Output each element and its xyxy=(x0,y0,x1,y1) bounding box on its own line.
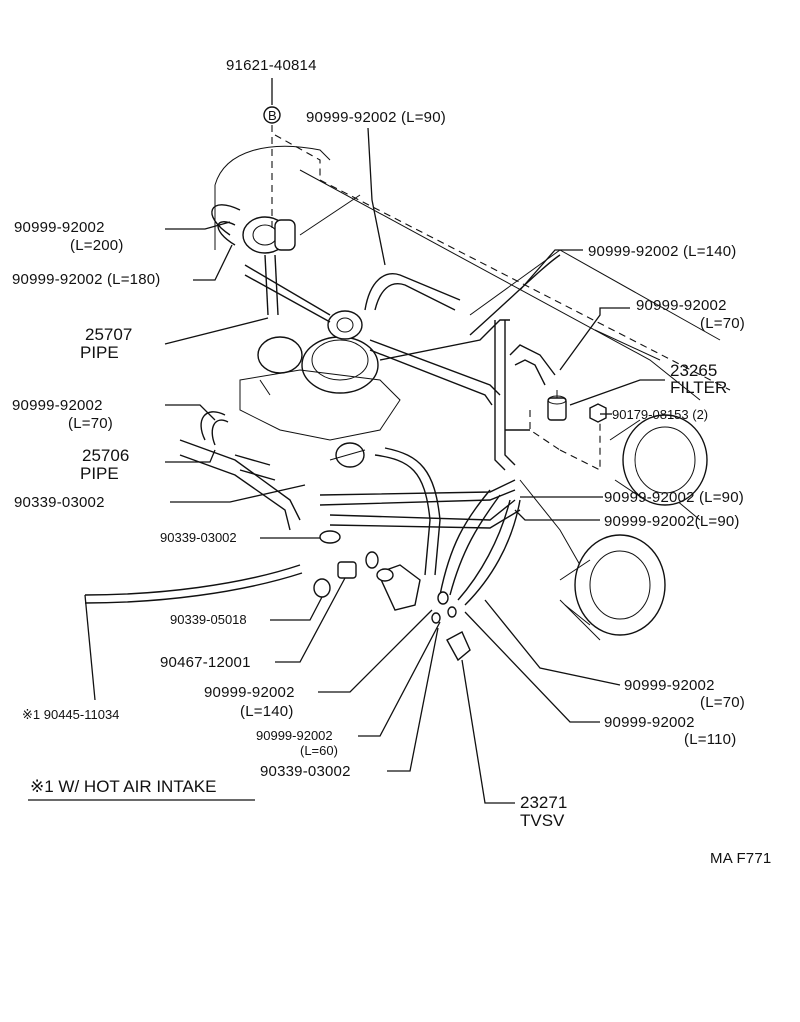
carburetor-body xyxy=(239,336,401,441)
label-23265-filter: FILTER xyxy=(670,378,727,397)
label-90339-03002-a: 90339-03002 xyxy=(14,494,105,511)
nut-90179 xyxy=(589,403,607,423)
note-hot-air-intake: ※1 W/ HOT AIR INTAKE xyxy=(30,777,216,796)
figure-id: MA F771 xyxy=(710,850,771,867)
label-90999-92002-l110: 90999-92002 xyxy=(604,714,695,731)
tvsv-23271 xyxy=(376,564,471,662)
part-labels: 91621-40814 90999-92002 (L=90) 90999-920… xyxy=(12,57,745,830)
label-90339-03002-c: 90339-03002 xyxy=(260,763,351,780)
label-l70-left: (L=70) xyxy=(68,415,113,432)
label-90339-03002-b: 90339-03002 xyxy=(160,530,237,545)
label-90999-92002-l200: 90999-92002 xyxy=(14,219,105,236)
label-23265: 23265 xyxy=(670,361,717,380)
label-91621-40814: 91621-40814 xyxy=(226,57,317,74)
clamp-90339-05018 xyxy=(313,578,331,598)
label-90999-92002-l90-b: 90999-92002(L=90) xyxy=(604,513,740,530)
label-l70-bottom: (L=70) xyxy=(700,694,745,711)
label-90999-92002-l70-left: 90999-92002 xyxy=(12,397,103,414)
label-25707: 25707 xyxy=(85,325,132,344)
label-25706-pipe: PIPE xyxy=(80,464,119,483)
footnote: ※1 W/ HOT AIR INTAKE xyxy=(28,777,255,801)
label-25706: 25706 xyxy=(82,446,129,465)
bolt-91621: B xyxy=(263,106,281,230)
small-fittings xyxy=(431,591,457,624)
label-90339-05018: 90339-05018 xyxy=(170,612,247,627)
label-90999-92002-l140-bottom: 90999-92002 xyxy=(204,684,295,701)
label-23271: 23271 xyxy=(520,793,567,812)
clamp-90339-03002-b xyxy=(319,530,341,544)
label-l70-right: (L=70) xyxy=(700,315,745,332)
label-90999-92002-l140-right: 90999-92002 (L=140) xyxy=(588,243,737,260)
label-l140-bottom: (L=140) xyxy=(240,703,294,720)
crank-pulley xyxy=(609,414,708,506)
label-90999-92002-l90-top: 90999-92002 (L=90) xyxy=(306,109,446,126)
alternator-pulley xyxy=(559,534,666,636)
vacuum-valve-middle xyxy=(327,310,363,340)
label-90999-92002-l70-right: 90999-92002 xyxy=(636,297,727,314)
label-25707-pipe: PIPE xyxy=(80,343,119,362)
filter-23265 xyxy=(547,390,567,421)
label-90999-92002-l180: 90999-92002 (L=180) xyxy=(12,271,161,288)
label-23271-tvsv: TVSV xyxy=(520,811,565,830)
label-90999-92002-l70-bottom: 90999-92002 xyxy=(624,677,715,694)
label-90445-11034: ※1 90445-11034 xyxy=(22,707,119,722)
label-90999-92002-l90-a: 90999-92002 (L=90) xyxy=(604,489,744,506)
label-l60: (L=60) xyxy=(300,743,338,758)
leader-lines xyxy=(84,78,665,804)
clamp-90467 xyxy=(337,551,379,579)
hose-network xyxy=(84,204,561,606)
bolt-letter: B xyxy=(268,108,277,123)
label-90467-12001: 90467-12001 xyxy=(160,654,251,671)
label-l110: (L=110) xyxy=(684,731,736,748)
vacuum-valve-top xyxy=(242,216,296,254)
vacuum-valve-lower xyxy=(329,442,366,468)
label-l200: (L=200) xyxy=(70,237,124,254)
label-90999-92002-l60: 90999-92002 xyxy=(256,728,333,743)
label-90179-08153: 90179-08153 (2) xyxy=(612,407,708,422)
